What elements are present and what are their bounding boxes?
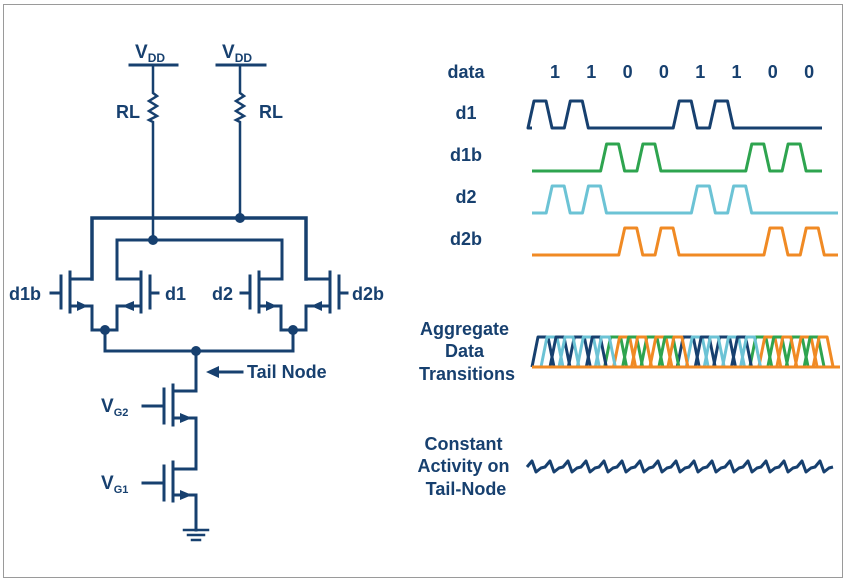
signal-waveforms	[526, 99, 838, 257]
data-bits: 1 1 0 0 1 1 0 0	[550, 62, 814, 82]
signal-label-d1b: d1b	[450, 145, 482, 165]
outer-drain-bus	[90, 216, 308, 281]
transistor-d2b	[291, 270, 349, 332]
tail-node-ripple-waveform	[525, 459, 834, 474]
signal-label-d1: d1	[455, 103, 476, 123]
signal-label-d2: d2	[455, 187, 476, 207]
transistor-vg2	[141, 383, 198, 427]
rl-left-resistor	[146, 63, 160, 242]
gate-label-d2: d2	[212, 284, 233, 304]
waveform-d1	[526, 99, 822, 130]
data-bit: 0	[659, 62, 669, 82]
data-bit: 1	[586, 62, 596, 82]
junction-dot	[288, 325, 298, 335]
junction-dot	[100, 325, 110, 335]
transistor-d1	[103, 270, 160, 332]
data-bit: 0	[623, 62, 633, 82]
gate-label-d1b: d1b	[9, 284, 41, 304]
junction-dot	[235, 213, 245, 223]
transistor-d1b	[49, 270, 107, 332]
data-bit: 1	[550, 62, 560, 82]
data-bit: 1	[731, 62, 741, 82]
gate-label-d1: d1	[165, 284, 186, 304]
vg1-label: VG1	[101, 473, 128, 496]
tail-node-arrow-icon	[206, 366, 244, 378]
junction-dot	[148, 235, 158, 245]
tail-node-label: Tail Node	[247, 362, 327, 382]
vdd-left-label: VDD	[135, 42, 165, 65]
data-bit: 0	[804, 62, 814, 82]
differential-pair-circuit	[49, 63, 349, 542]
tail-node-dot	[191, 346, 201, 356]
ground-icon	[182, 528, 210, 542]
transistor-vg1	[141, 460, 198, 503]
rl-right-resistor	[233, 63, 247, 220]
data-row-label: data	[447, 62, 485, 82]
gate-label-d2b: d2b	[352, 284, 384, 304]
aggregate-label: Aggregate Data Transitions	[419, 319, 515, 384]
inner-drain-bus	[115, 238, 284, 281]
timing-diagram: data 1 1 0 0 1 1 0 0 d1 d1b d2 d2b Aggregate Da…	[417, 62, 840, 499]
vdd-right-label: VDD	[222, 42, 252, 65]
transistor-d2	[239, 270, 295, 332]
data-bit: 1	[695, 62, 705, 82]
data-bit: 0	[768, 62, 778, 82]
constant-activity-label: Constant Activity on Tail-Node	[417, 434, 514, 499]
aggregate-waveform	[530, 335, 840, 369]
rl-left-label: RL	[116, 102, 140, 122]
figure-border	[3, 4, 843, 578]
vg2-label: VG2	[101, 396, 128, 419]
rl-right-label: RL	[259, 102, 283, 122]
waveform-d2b	[532, 226, 838, 257]
signal-label-d2b: d2b	[450, 229, 482, 249]
waveform-d1b	[532, 142, 822, 173]
waveform-d2	[532, 184, 838, 215]
